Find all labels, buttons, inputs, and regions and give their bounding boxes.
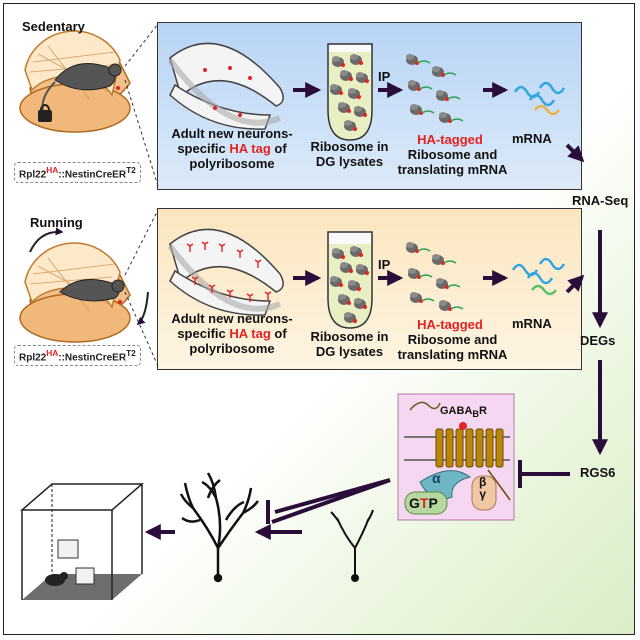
lysate-tube-running bbox=[327, 231, 373, 329]
mature-neuron-icon bbox=[179, 472, 260, 583]
running-title: Running bbox=[30, 215, 83, 230]
dentate-gyrus-sedentary bbox=[167, 42, 284, 130]
ha-ribosomes-sedentary bbox=[405, 53, 464, 124]
flow-arrows bbox=[144, 82, 608, 540]
inhibition-arrows bbox=[266, 460, 570, 524]
mrna-label-sedentary: mRNA bbox=[512, 131, 552, 146]
neurons-label-running: Adult new neurons- specific HA tag of po… bbox=[171, 311, 293, 356]
ip-label-running: IP bbox=[378, 257, 391, 272]
ha-ribosomes-running bbox=[405, 241, 464, 312]
zoom-line bbox=[124, 209, 159, 367]
sedentary-genotype: Rpl22HA::NestinCreERT2 bbox=[14, 162, 141, 184]
sedentary-title: Sedentary bbox=[22, 19, 85, 34]
immature-neuron-icon bbox=[330, 509, 374, 582]
ha-tagged-label-sedentary: HA-tagged bbox=[417, 132, 483, 147]
sedentary-wheel-illustration bbox=[19, 30, 131, 133]
mrna-running-icon bbox=[511, 257, 566, 296]
mrna-label-running: mRNA bbox=[512, 316, 552, 331]
rnaseq-label: RNA-Seq bbox=[572, 193, 629, 208]
ha-tagged-label-running: HA-tagged bbox=[417, 317, 483, 332]
degs-label: DEGs bbox=[580, 333, 616, 348]
gaba-b-receptor-complex bbox=[397, 393, 515, 521]
mrna-sedentary-icon bbox=[513, 81, 566, 116]
neurons-label-sedentary: Adult new neurons- specific HA tag of po… bbox=[171, 126, 293, 171]
dentate-gyrus-running bbox=[167, 228, 284, 316]
gtp-label: GTP bbox=[409, 495, 438, 511]
behavior-arena bbox=[19, 483, 145, 600]
lysate-tube-sedentary bbox=[327, 43, 373, 141]
running-wheel-illustration bbox=[19, 227, 149, 343]
running-genotype: Rpl22HA::NestinCreERT2 bbox=[14, 345, 141, 367]
zoom-line bbox=[124, 23, 159, 187]
rgs6-label: RGS6 bbox=[580, 465, 616, 480]
g-alpha-label: α bbox=[432, 470, 441, 486]
gabab-receptor-label: GABABR bbox=[440, 405, 487, 420]
ip-label-sedentary: IP bbox=[378, 69, 391, 84]
